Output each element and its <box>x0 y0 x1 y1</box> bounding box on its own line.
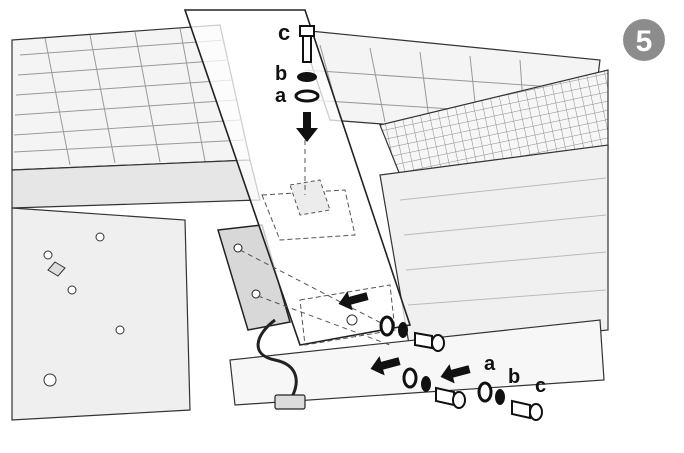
direction-arrows <box>338 291 471 384</box>
tray-surface <box>11 24 609 176</box>
side-fasteners-lower <box>402 367 466 409</box>
step-number: 5 <box>636 25 653 58</box>
legend-fasteners <box>477 381 543 421</box>
cable-connector <box>274 394 306 410</box>
label-top-flat-washer: a <box>275 85 287 107</box>
alignment-lines <box>239 140 391 346</box>
label-bottom-lock-washer: b <box>508 366 520 388</box>
step-badge: 5 <box>623 19 665 61</box>
label-bottom-flat-washer: a <box>484 353 496 375</box>
label-bottom-bolt: c <box>535 375 546 397</box>
label-top-bolt: c <box>278 20 290 45</box>
label-top-lock-washer: b <box>275 63 287 85</box>
machine-body <box>11 144 609 421</box>
cable <box>256 318 298 401</box>
top-fasteners <box>294 25 320 142</box>
side-fasteners-upper <box>379 315 445 352</box>
support-arm <box>183 9 412 346</box>
